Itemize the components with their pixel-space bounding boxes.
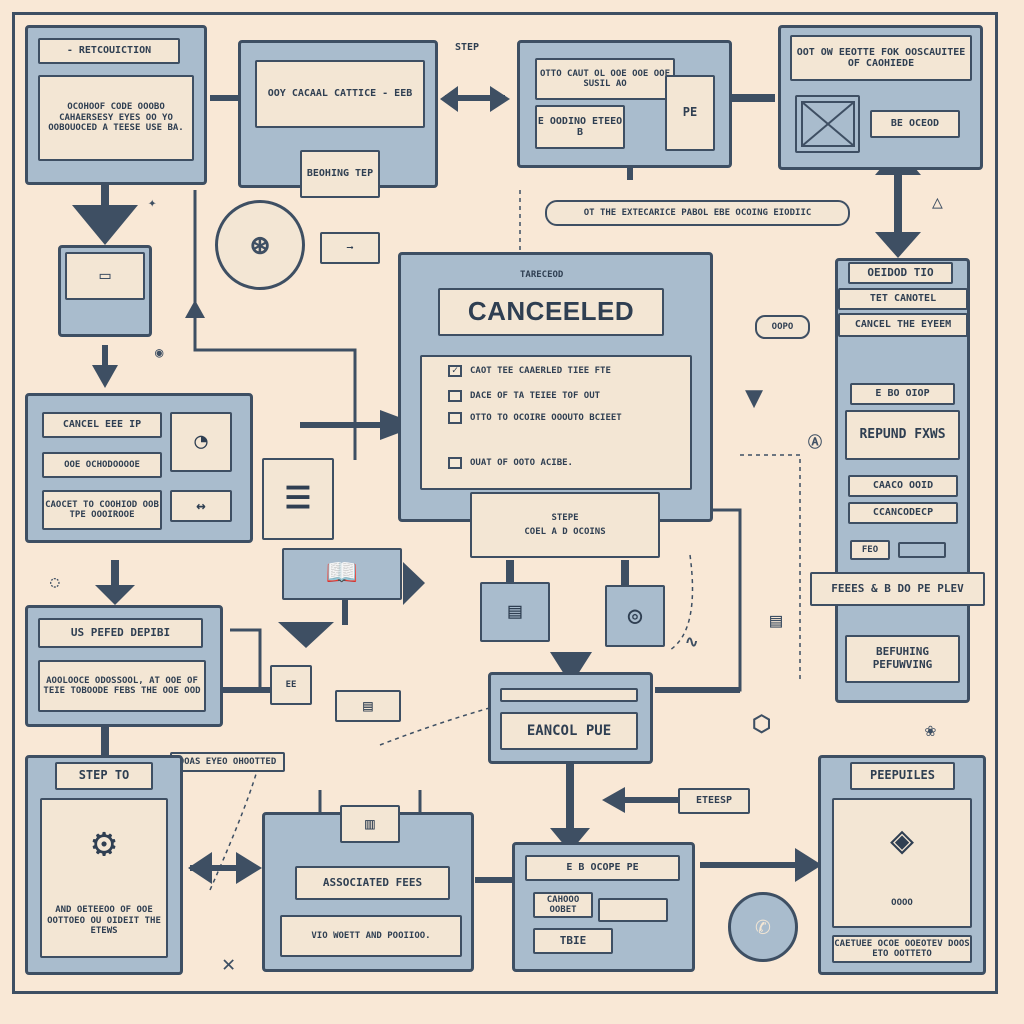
- intro-title: - RETCOUICTION: [38, 38, 180, 64]
- globe-icon: ⊛: [215, 200, 305, 290]
- checkbox[interactable]: [448, 412, 462, 424]
- open-book-card: 📖: [282, 548, 402, 600]
- right-col-cancel-2[interactable]: CCANCODECP: [848, 502, 958, 524]
- checklist-item-3[interactable]: OTTO TO OCOIRE OOOUTO BCIEET: [448, 412, 622, 424]
- steps-card: STEPE COEL A D OCOINS: [470, 492, 660, 558]
- sparkle-icon: ✦: [148, 195, 157, 211]
- book-icon: ▤: [363, 695, 373, 715]
- top-right-text-1: OTTO CAUT OL OOE OOE OOE SUSIL AO: [535, 58, 675, 100]
- right-col-sub-1: E BO OIOP: [850, 383, 955, 405]
- etesp-tag: ETEESP: [678, 788, 750, 814]
- top-right-text-2: OOT OW EEOTTE FOK OOSCAUITEE OF CAOHIEDE: [790, 35, 972, 81]
- diagram-frame: [12, 12, 998, 994]
- main-small-title: TARECEOD: [520, 270, 564, 280]
- top-right-sub-2: BE OCEOD: [870, 110, 960, 138]
- refund-deposit-text: AOOLOOCE ODOSSOOL, AT OOE OF TEIE TOBOOD…: [38, 660, 206, 712]
- arrow-right-icon: ⟶: [347, 242, 353, 253]
- right-col-cancel-1[interactable]: CAACO OOID: [848, 475, 958, 497]
- stack-icon: ▤: [508, 599, 522, 625]
- right-col-item-1[interactable]: TET CANOTEL: [838, 288, 968, 310]
- floating-label: OOAS EYEO OHOOTTED: [170, 752, 285, 772]
- refunding-label: BEFUHING PEFUWVING: [845, 635, 960, 683]
- gear-icon: ⚙: [91, 819, 117, 866]
- checklist-item-1[interactable]: ✓CAOT TEE CAAERLED TIEE FTE: [448, 365, 611, 377]
- open-book-icon: 📖: [325, 558, 359, 589]
- step-to-card: ⚙ AND OETEEOO OF OOE OOTTOEO OU OIDEIT T…: [40, 798, 168, 958]
- scroll-icon: ▥: [365, 813, 375, 833]
- chart-icon-card: ◔: [170, 412, 232, 472]
- cancel-to-button[interactable]: CAOCET TO COOHIOD OOB TPE OOOIROOE: [42, 490, 162, 530]
- swap-arrows-icon: ↔: [196, 495, 206, 515]
- device-screen: ▭: [65, 252, 145, 300]
- circle-a-icon: Ⓐ: [808, 435, 822, 451]
- bottom-mid-field[interactable]: [598, 898, 668, 922]
- refund-label: REPUND FXWS: [845, 410, 960, 460]
- signpost-card: ⟶: [320, 232, 380, 264]
- step-to-text: AND OETEEOO OF OOE OOTTOEO OU OIDEIT THE…: [47, 905, 161, 936]
- book-card-small: ▤: [335, 690, 401, 722]
- document-card: ☰: [262, 458, 334, 540]
- clock-icon: ◌: [50, 572, 60, 591]
- prepuiles-card: ◈ OOOO: [832, 798, 972, 928]
- document-icon: ☰: [284, 480, 312, 516]
- monitor-icon: ▭: [99, 264, 111, 286]
- box-ee-card: EE: [270, 665, 312, 705]
- right-col-title: OEIDOD TIO: [848, 262, 953, 284]
- refund-deposit-title: US PEFED DEPIBI: [38, 618, 203, 648]
- oopo-tag: OOPO: [755, 315, 810, 339]
- beginning-step-tab: BEOHING TEP: [300, 150, 380, 198]
- image-placeholder: [795, 95, 860, 153]
- swap-icon-card[interactable]: ↔: [170, 490, 232, 522]
- associated-fees-sub: VIO WOETT AND POOIIOO.: [280, 915, 462, 957]
- checklist-panel: [420, 355, 692, 490]
- funnel-icon: ▼: [745, 380, 764, 415]
- ooe-button[interactable]: OOE OCHODOOOOE: [42, 452, 162, 478]
- step-to-title: STEP TO: [55, 762, 153, 790]
- checklist-item-4[interactable]: OUAT OF OOTO ACIBE.: [448, 457, 573, 469]
- small-doc-icon: ▤: [770, 608, 783, 632]
- prepuiles-text: CAETUEE OCOE OOEOTEV DOOS ETO OOTTETO: [832, 935, 972, 963]
- intro-text: OCOHOOF CODE OOOBO CAHAERSESY EYES OO YO…: [38, 75, 194, 161]
- scribble-icon: ∿: [685, 632, 699, 651]
- prepuiles-small: OOOO: [891, 898, 913, 909]
- step-label: STEP: [455, 42, 480, 53]
- book-stack-card: ▤: [480, 582, 550, 642]
- associated-fees-title: ASSOCIATED FEES: [295, 866, 450, 900]
- bottom-mid-row-1: CAHOOO OOBET: [533, 892, 593, 918]
- bottom-mid-row-2: TBIE: [533, 928, 613, 954]
- spiral-icon: ◈: [889, 817, 915, 864]
- cancel-pue-button[interactable]: EANCOL PUE: [500, 712, 638, 750]
- checkbox-checked[interactable]: ✓: [448, 365, 462, 377]
- diamond-icon: ◉: [155, 345, 164, 361]
- steps-title: STEPE: [551, 512, 579, 523]
- triangle-icon: △: [932, 192, 943, 213]
- phone-icon[interactable]: ✆: [728, 892, 798, 962]
- close-icon[interactable]: ✕: [222, 952, 236, 977]
- top-right-pe-tag: PE: [665, 75, 715, 151]
- steps-sub: COEL A D OCOINS: [524, 527, 606, 537]
- checkbox[interactable]: [448, 390, 462, 402]
- right-col-item-2[interactable]: CANCEL THE EYEEM: [838, 313, 968, 337]
- associated-fees-top-card: ▥: [340, 805, 400, 843]
- brain-icon: ❀: [925, 720, 936, 741]
- checklist-item-2[interactable]: DACE OF TA TEIEE TOF OUT: [448, 390, 600, 402]
- pie-chart-icon: ◔: [194, 429, 208, 455]
- info-banner: OT THE EXTECARICE PABOL EBE OCOING EIODI…: [545, 200, 850, 226]
- canceled-title: CANCEELED: [438, 288, 664, 336]
- prepuiles-title: PEEPUILES: [850, 762, 955, 790]
- right-col-fee-bar: [898, 542, 946, 558]
- target-card[interactable]: ◎: [605, 585, 665, 647]
- checkbox[interactable]: [448, 457, 462, 469]
- top-right-sub-1: E OODINO ETEEO B: [535, 105, 625, 149]
- bottom-mid-title: E B OCOPE PE: [525, 855, 680, 881]
- cancel-pue-bar: [500, 688, 638, 702]
- target-icon: ◎: [627, 601, 643, 630]
- cube-icon: ⬡: [752, 712, 772, 737]
- fees-bar[interactable]: FEEES & B DO PE PLEV: [810, 572, 985, 606]
- cancel-catch-text: OOY CACAAL CATTICE - EEB: [255, 60, 425, 128]
- right-col-fee-small: FEO: [850, 540, 890, 560]
- cancel-step-button[interactable]: CANCEL EEE IP: [42, 412, 162, 438]
- image-placeholder-icon: [800, 101, 855, 147]
